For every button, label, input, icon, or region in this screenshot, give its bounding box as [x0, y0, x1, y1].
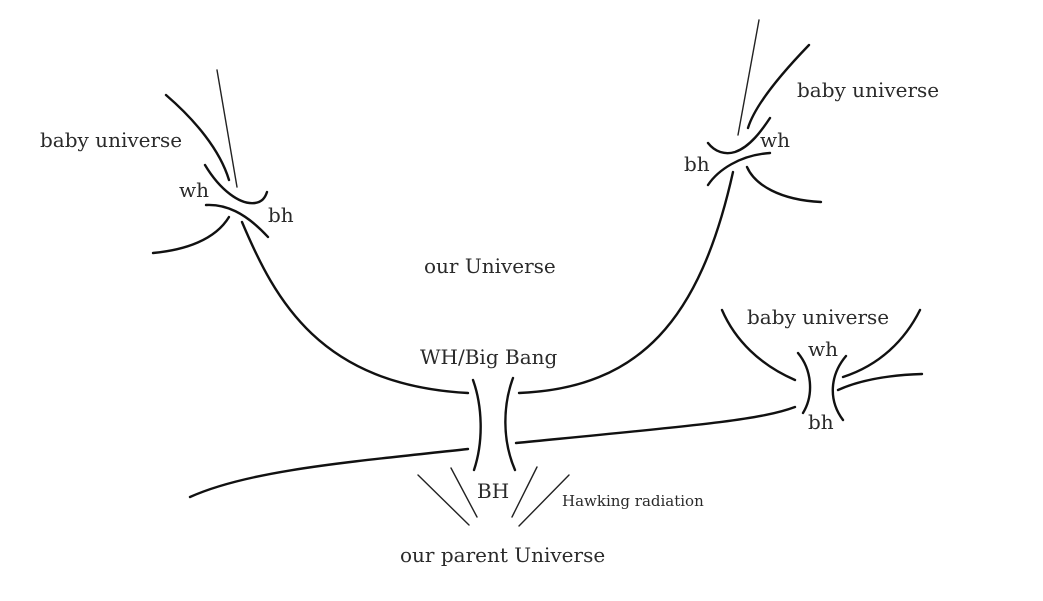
wh-label-bottom-right: wh	[808, 337, 838, 361]
hawking-radiation-label: Hawking radiation	[562, 492, 704, 510]
baby-universe-label-left: baby universe	[40, 128, 182, 152]
wh-label-left: wh	[179, 178, 209, 202]
bottom-right-junction	[514, 308, 924, 445]
bh-center-label: BH	[477, 479, 509, 503]
top-right-junction	[706, 19, 823, 204]
bh-label-bottom-right: bh	[808, 410, 834, 434]
top-left-junction	[151, 69, 270, 255]
our-universe-left-branch	[240, 220, 470, 395]
baby-universe-label-top-right: baby universe	[797, 78, 939, 102]
our-parent-universe-label: our parent Universe	[400, 543, 605, 567]
wh-big-bang-label: WH/Big Bang	[420, 345, 557, 369]
our-universe-right-branch	[517, 170, 735, 395]
bh-label-top-right: bh	[684, 152, 710, 176]
our-universe-label: our Universe	[424, 254, 556, 278]
bh-label-left: bh	[268, 203, 294, 227]
hawking-radiation-lines	[417, 466, 570, 527]
wh-label-top-right: wh	[760, 128, 790, 152]
baby-universe-label-bottom-right: baby universe	[747, 305, 889, 329]
central-junction	[188, 376, 517, 499]
